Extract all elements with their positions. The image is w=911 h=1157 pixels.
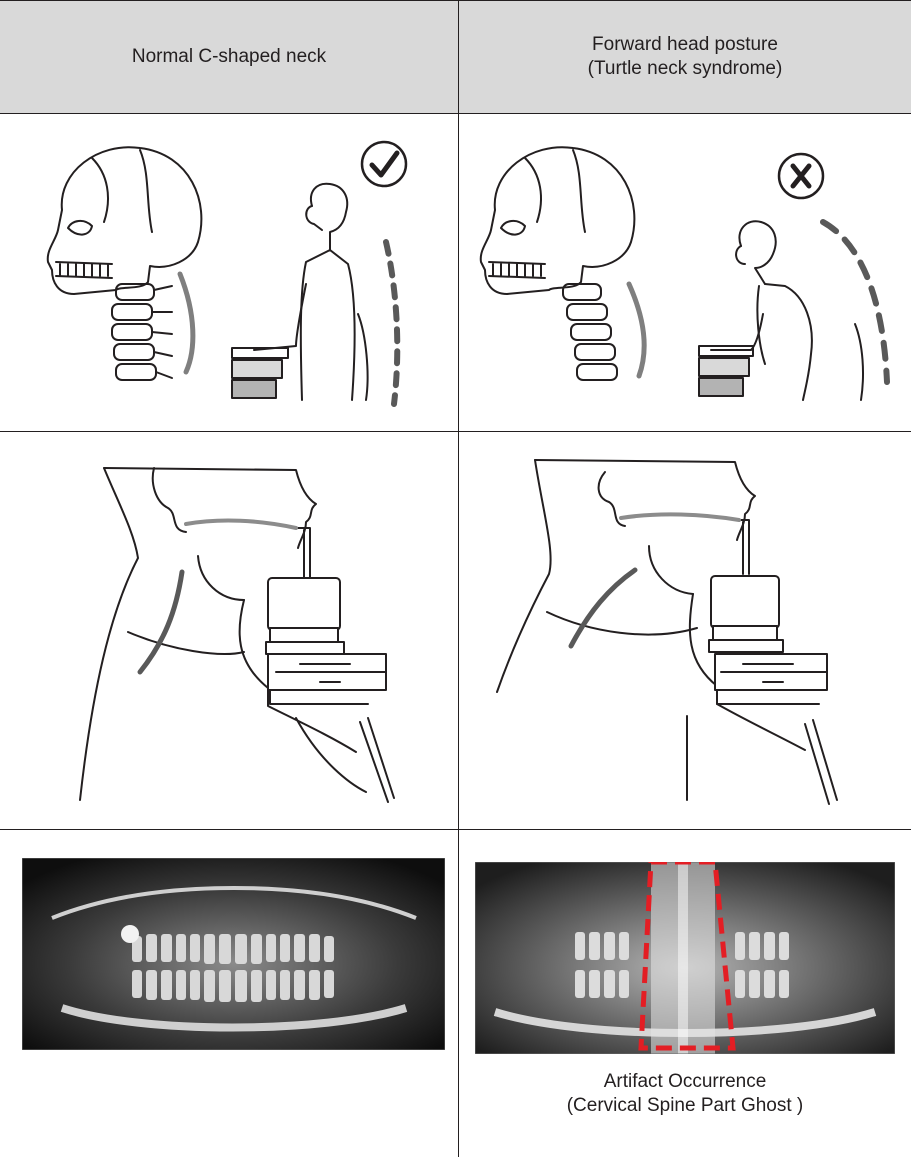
artifact-caption: Artifact Occurrence (Cervical Spine Part…	[459, 1070, 911, 1118]
forward-posture-illustration	[459, 114, 911, 431]
row-divider-1	[0, 113, 911, 114]
row-divider-3	[0, 829, 911, 830]
header-normal-neck: Normal C-shaped neck	[0, 0, 458, 113]
normal-xray-image	[22, 858, 445, 1050]
header-forward-label: Forward head posture	[592, 33, 778, 57]
header-forward-head: Forward head posture (Turtle neck syndro…	[459, 0, 911, 113]
artifact-caption-subtitle: (Cervical Spine Part Ghost )	[459, 1094, 911, 1118]
forward-chinrest-illustration	[459, 432, 911, 829]
row-divider-2	[0, 431, 911, 432]
x-circle-icon	[779, 154, 823, 198]
artifact-xray-image	[475, 862, 895, 1054]
header-normal-label: Normal C-shaped neck	[132, 45, 326, 69]
artifact-caption-title: Artifact Occurrence	[459, 1070, 911, 1094]
table-border-top	[0, 0, 911, 1]
normal-chinrest-illustration	[0, 432, 458, 829]
check-circle-icon	[362, 142, 406, 186]
column-divider	[458, 0, 459, 1157]
normal-posture-illustration	[0, 114, 458, 431]
header-forward-sublabel: (Turtle neck syndrome)	[588, 57, 783, 81]
